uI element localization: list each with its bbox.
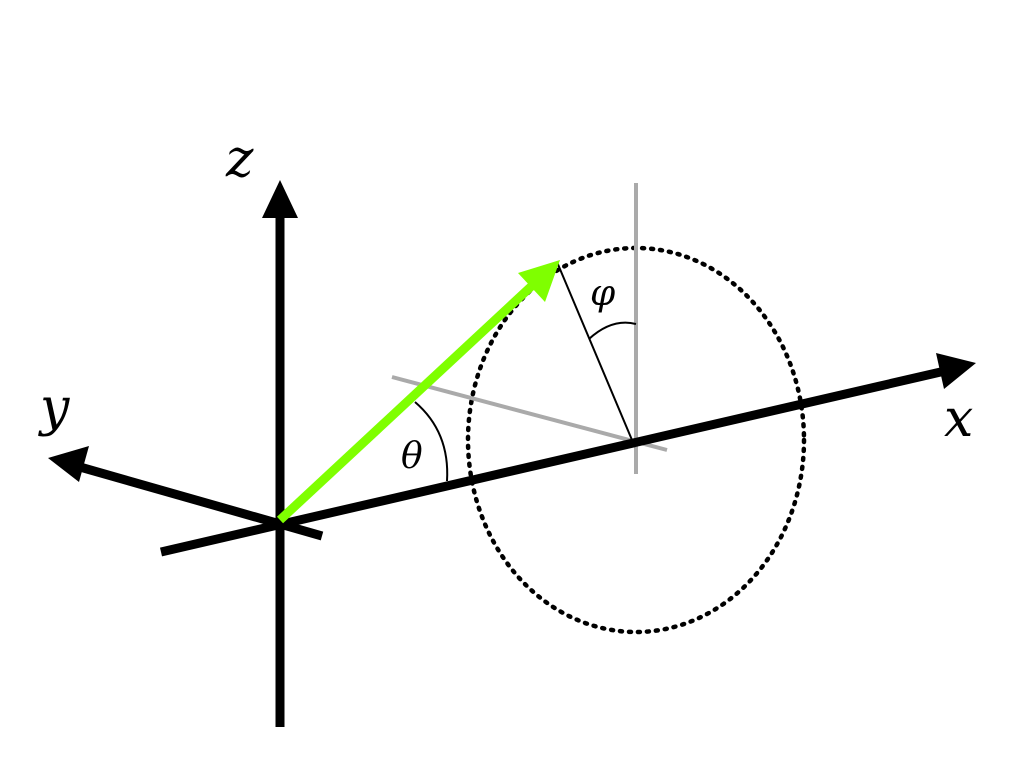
x-axis-line — [159, 366, 947, 557]
y-axis-label: y — [38, 378, 70, 438]
y-axis-arrowhead — [48, 446, 89, 482]
x-axis-arrowhead — [936, 353, 976, 389]
x-axis-label: x — [944, 389, 973, 449]
phi-label: φ — [590, 273, 616, 314]
z-axis-label: z — [225, 129, 254, 189]
theta-label: θ — [401, 436, 423, 477]
vector-arrow-shaft — [276, 278, 540, 524]
theta-arc — [414, 401, 449, 482]
perpendicular-guide-line — [391, 375, 668, 452]
z-axis-arrowhead — [262, 180, 298, 218]
tip-to-center-line — [556, 261, 633, 441]
phi-arc — [588, 321, 637, 340]
vector-arrowhead — [518, 260, 560, 302]
